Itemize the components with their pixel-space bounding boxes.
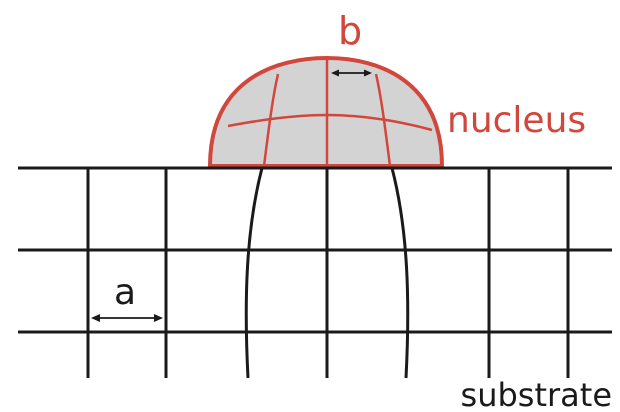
b-dimension-arrow (331, 69, 372, 77)
label-substrate: substrate (461, 376, 612, 412)
substrate-lattice (18, 166, 612, 379)
label-a: a (114, 272, 136, 313)
label-b: b (338, 9, 362, 53)
strained-vertical-line (244, 167, 264, 379)
nucleus-horizontal-line (227, 113, 433, 132)
nucleus-grid (227, 58, 433, 167)
a-dimension-arrow (91, 314, 163, 322)
label-nucleus: nucleus (447, 100, 586, 141)
strained-vertical-line (390, 167, 410, 379)
nucleus-vertical-line (374, 73, 392, 167)
